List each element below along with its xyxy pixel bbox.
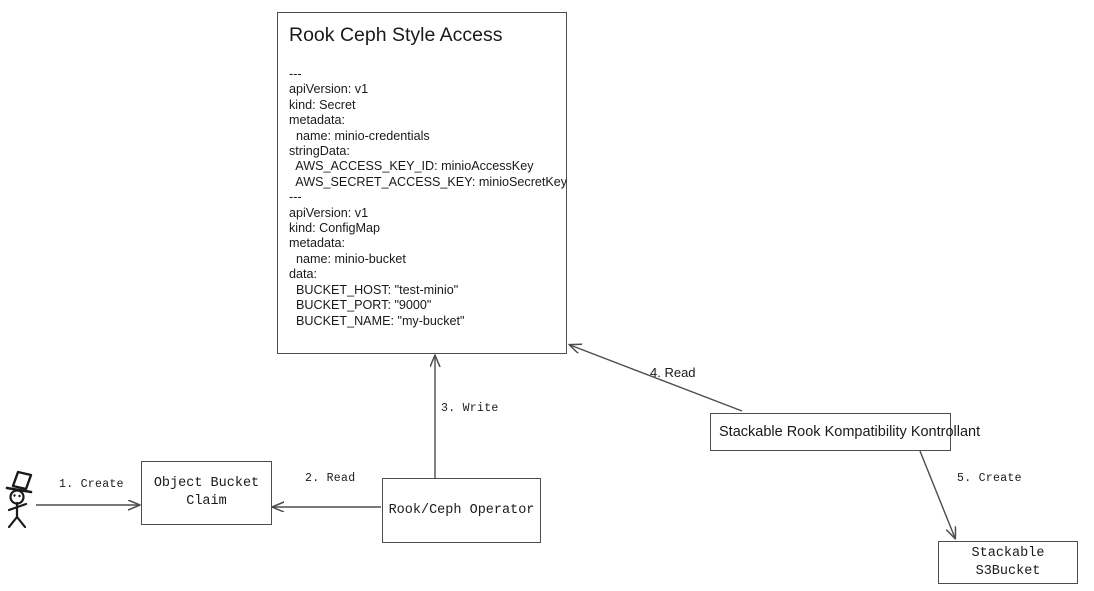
node-srkk-label: Stackable Rook Kompatibility Kontrollant — [719, 424, 981, 440]
edge-label-4-read: 4. Read — [650, 365, 696, 380]
edge-label-1-create: 1. Create — [59, 478, 124, 491]
note-title: Rook Ceph Style Access — [289, 24, 503, 46]
node-object-bucket-claim[interactable]: Object Bucket Claim — [141, 461, 272, 525]
edge-label-5-create: 5. Create — [957, 472, 1022, 485]
edge-create-s3bucket — [919, 450, 955, 538]
edge-label-3-write: 3. Write — [441, 402, 499, 415]
edge-label-2-read: 2. Read — [305, 472, 356, 485]
note-yaml-content: --- apiVersion: v1 kind: Secret metadata… — [289, 67, 568, 328]
node-object-bucket-claim-label: Object Bucket Claim — [153, 476, 260, 509]
node-stackable-s3bucket-label: Stackable S3Bucket — [971, 545, 1045, 579]
node-stackable-s3bucket[interactable]: Stackable S3Bucket — [938, 541, 1078, 584]
note-rook-ceph-style-access: Rook Ceph Style Access --- apiVersion: v… — [277, 12, 567, 354]
node-rook-ceph-operator[interactable]: Rook/Ceph Operator — [382, 478, 541, 543]
node-stackable-rook-kompatibility-kontrollant[interactable]: Stackable Rook Kompatibility Kontrollant — [710, 413, 980, 451]
user-actor-icon — [5, 470, 33, 528]
node-rook-ceph-operator-label: Rook/Ceph Operator — [388, 502, 535, 518]
